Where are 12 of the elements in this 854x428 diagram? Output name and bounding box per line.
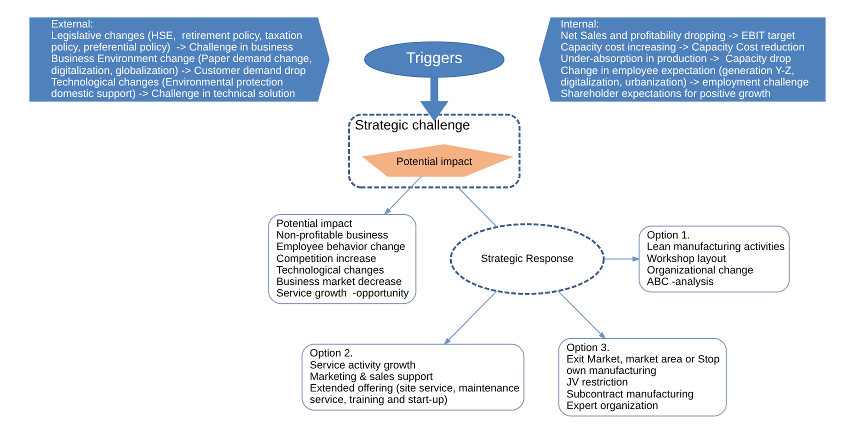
node-box: Option 3. Exit Market, market area or Stop own manufacturing JV restriction Subcontract manufacturing Expert organization (558, 338, 726, 416)
arrow (602, 256, 640, 262)
node-ellipse: Triggers (364, 41, 504, 78)
node-box: Potential impact Non-profitable business Employee behavior change Competition increase Technological changes Business market decrease Service growth -opportunity (268, 214, 416, 304)
arrow (442, 290, 497, 346)
node-box: Option 1. Lean manufacturing activities Workshop layout Organizational change ABC -analysis (638, 226, 790, 292)
arrow (420, 78, 448, 122)
arrow (383, 176, 422, 216)
arrow (557, 290, 606, 340)
connector (457, 186, 497, 228)
node-box: Option 2. Service activity growth Marketing & sales support Extended offering (site service, maintenance service, training and start-up) (301, 344, 524, 411)
node-ellipse: Strategic Response (449, 223, 604, 295)
